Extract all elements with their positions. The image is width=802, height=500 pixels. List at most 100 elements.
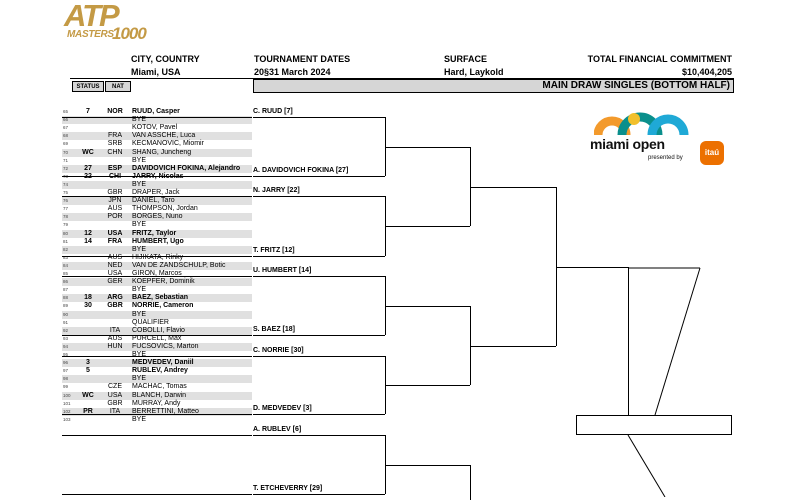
entry-number: 93 [63, 335, 69, 341]
entry-name: SHANG, Juncheng [132, 148, 192, 156]
bracket-connector [470, 306, 471, 385]
draw-title: MAIN DRAW SINGLES (BOTTOM HALF) [542, 80, 730, 91]
entry-name: BYE [132, 415, 147, 423]
status-column-header: STATUS [72, 81, 104, 92]
entry-divider-line [62, 117, 252, 118]
round2-line [253, 335, 385, 336]
entry-number: 76 [63, 198, 69, 204]
entry-nat: JPN [108, 197, 122, 205]
entry-name: DRAPER, Jack [132, 189, 180, 196]
entry-name: HUMBERT, Ugo [132, 237, 184, 245]
entry-name: QUALIFIER [132, 318, 169, 326]
round4-line [470, 346, 556, 347]
round2-player-name: A. RUBLEV [6] [253, 426, 302, 433]
round2-player-name: C. RUUD [7] [253, 108, 293, 115]
entry-number: 96 [63, 360, 69, 366]
entry-number: 87 [63, 287, 69, 293]
entry-seed: 3 [86, 359, 90, 367]
entry-number: 89 [63, 303, 69, 309]
entry-nat: AUS [107, 205, 123, 213]
entry-nat: ESP [107, 164, 122, 172]
round3-line [385, 306, 470, 307]
entry-name: BYE [132, 286, 147, 294]
entry-number: 102 [63, 408, 71, 414]
entry-nat: HUN [107, 342, 123, 350]
entry-seed: 18 [84, 294, 92, 302]
round2-line [253, 276, 385, 277]
entry-number: 99 [63, 384, 69, 390]
round3-line [385, 147, 470, 148]
round2-player-name: T. FRITZ [12] [253, 247, 295, 254]
entry-name: BLANCH, Darwin [132, 391, 187, 399]
entry-number: 69 [63, 141, 69, 147]
round3-line [385, 465, 470, 466]
entry-number: 67 [63, 125, 69, 131]
entry-nat: ARG [107, 294, 123, 302]
entry-nat: USA [107, 391, 123, 399]
entry-seed: WC [82, 391, 94, 399]
entry-divider-line [62, 335, 252, 336]
round2-line [253, 494, 385, 495]
entry-nat: NED [107, 261, 123, 269]
entry-name: DANIEL, Taro [132, 197, 175, 205]
entry-number: 80 [63, 230, 69, 236]
entry-number: 85 [63, 271, 69, 276]
entry-nat: GBR [107, 302, 123, 310]
entry-nat: GBR [107, 399, 123, 407]
entry-number: 78 [63, 214, 69, 220]
entry-name: BYE [132, 375, 147, 383]
entry-number: 101 [63, 400, 71, 406]
miami-open-wordmark: miami open [590, 136, 665, 152]
entry-name: BYE [132, 221, 147, 229]
draw-title-band: MAIN DRAW SINGLES (BOTTOM HALF) [253, 79, 734, 93]
entry-divider-line [62, 196, 252, 197]
header-divider [70, 78, 734, 79]
entry-name: BERRETTINI, Matteo [132, 407, 199, 415]
bracket-connector [385, 117, 386, 176]
entry-number: 72 [63, 165, 69, 171]
entry-number: 100 [63, 392, 71, 398]
round2-line [253, 356, 385, 357]
entry-name: PURCELL, Max [132, 334, 182, 342]
entry-seed: 7 [86, 108, 90, 115]
dates-label: TOURNAMENT DATES [254, 54, 351, 64]
entry-nat: AUS [107, 253, 123, 261]
round2-line [253, 176, 385, 177]
entry-number: 70 [63, 149, 69, 155]
entry-seed: 14 [84, 237, 92, 245]
commitment-value: $10,404,205 [681, 67, 732, 77]
entry-nat: SRB [107, 140, 123, 148]
entry-name: HIJIKATA, Rinky [132, 253, 184, 261]
bracket-connector [385, 276, 386, 335]
itau-logo: itaú [700, 141, 724, 165]
entry-number: 86 [63, 279, 69, 285]
bracket-connector [470, 465, 471, 500]
entry-name: KECMANOVIC, Miomir [132, 140, 204, 148]
city-label: CITY, COUNTRY [131, 54, 200, 64]
entry-name: GIRON, Marcos [132, 270, 182, 277]
round2-player-name: N. JARRY [22] [253, 187, 300, 194]
miami-open-logo: miami open presented by [590, 93, 730, 173]
bracket-connector [385, 435, 386, 494]
entry-name: COBOLLI, Flavio [132, 326, 185, 334]
round2-player-name: T. ETCHEVERRY [29] [253, 485, 323, 492]
entry-number: 74 [63, 181, 69, 187]
entry-nat: FRA [108, 132, 122, 140]
entry-seed: 12 [84, 229, 92, 237]
entry-number: 82 [63, 246, 69, 252]
entry-nat: CZE [108, 383, 122, 391]
entry-number: 95 [63, 352, 69, 357]
entry-name: BORGES, Nuno [132, 213, 183, 221]
round2-player-name: U. HUMBERT [14] [253, 267, 312, 274]
entry-nat: ITA [109, 407, 121, 415]
